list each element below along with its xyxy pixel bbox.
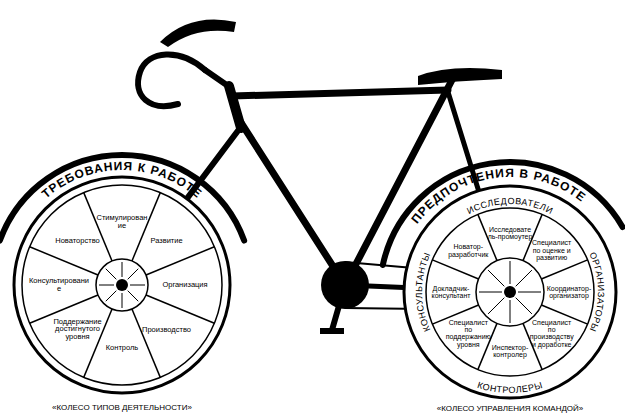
head-tube [229,86,241,128]
group-label: ИССЛЕДОВАТЕЛИ [465,196,554,216]
hub-spoke [488,270,504,286]
wheel-sector: Производство [141,326,193,334]
sector-text: Производство [141,326,193,334]
sector-text: Контроль [96,344,148,352]
sector-text: Исследователь-промоутер [487,226,533,241]
hub-spoke [128,291,139,302]
wheel: «КОЛЕСО ТИПОВ ДЕЯТЕЛЬНОСТИ» Стимулировани… [14,177,230,416]
sector-text: Консультирование [27,277,91,293]
hub-spoke [99,285,114,286]
wheel-sector: Инспектор-контролер [487,344,533,359]
hub-spoke [130,285,145,286]
sector-line [432,260,478,279]
sector-text: Координатор-организатор [544,285,594,300]
wheel-sector: Специалист по поддержанию уровня [445,319,491,348]
wheel-sector: Докладчик-консультант [426,285,476,300]
stem [205,70,231,88]
hub-spoke [516,270,532,286]
hub-spoke [128,269,139,280]
sector-text: Организация [153,281,217,289]
brake-hood [160,20,236,48]
wheel-sector: Поддержание достигнутого уровня [52,318,104,342]
hub-spoke [106,291,117,302]
hub-spoke [479,292,502,293]
hub-spoke [488,298,504,314]
saddle [418,68,502,85]
wheel-shape [404,186,616,416]
wheel-sector: Новатор-разработчик [445,243,491,258]
sector-text: Новатор-разработчик [445,243,491,258]
group-label-text: КОНТРОЛЕРЫ [476,380,544,395]
wheel-sector: Координатор-организатор [544,285,594,300]
hub-spoke [518,292,541,293]
wheel-ring [404,186,616,398]
group-label-text: ОРГАНИЗАТОРЫ [587,251,606,334]
pedal [320,328,344,334]
hub-spoke [516,298,532,314]
sector-text: Докладчик-консультант [426,285,476,300]
group-label: КОНТРОЛЕРЫ [476,380,544,395]
group-label-text: КОНСУЛЬТАНТЫ [414,251,432,333]
sector-line [146,247,214,275]
group-label: КОНСУЛЬТАНТЫ [414,251,432,333]
hub-spoke [122,293,123,308]
crank [332,285,345,330]
hub [116,279,128,291]
wheel-shape [14,177,230,416]
sector-text: Новаторство [52,237,104,245]
wheel-caption: «КОЛЕСО ТИПОВ ДЕЯТЕЛЬНОСТИ» [14,403,230,412]
sector-line [146,295,214,323]
sector-text: Развитие [141,237,193,245]
sector-line [84,193,112,261]
wheel-sector: Новаторство [52,237,104,245]
wheel-sector: Консультирование [27,277,91,293]
wheel-caption: «КОЛЕСО УПРАВЛЕНИЯ КОМАНДОЙ» [404,404,616,413]
wheel: «КОЛЕСО УПРАВЛЕНИЯ КОМАНДОЙ» Исследовател… [404,186,616,416]
hub-spoke [510,261,511,284]
sector-line [541,260,587,279]
wheel-sector: Исследователь-промоутер [487,226,533,241]
wheel-ring [22,185,222,385]
wheel-ring [96,259,148,311]
group-label-text: ИССЛЕДОВАТЕЛИ [465,196,554,216]
sector-text: Инспектор-контролер [487,344,533,359]
down-tube [238,118,345,285]
handlebar [138,54,205,106]
sector-line [132,193,160,261]
group-label: ОРГАНИЗАТОРЫ [587,251,606,334]
hub [504,286,516,298]
wheel-sector: Развитие [141,237,193,245]
hub-spoke [122,262,123,277]
wheel-ring [476,258,544,326]
wheel-ring [14,177,230,393]
wheel-sector: Специалист по производству и доработке [529,319,575,348]
hub-spoke [510,300,511,323]
sector-text: Поддержание достигнутого уровня [52,318,104,342]
wheel-sector: Организация [153,281,217,289]
wheel-sector: Стимулирование [96,214,148,230]
sector-text: Специалист по поддержанию уровня [445,319,491,348]
sector-line [30,247,98,275]
sector-text: Стимулирование [96,214,148,230]
wheel-ring [426,208,594,376]
wheel-sector: Контроль [96,344,148,352]
sector-text: Специалист по производству и доработке [529,319,575,348]
hub-spoke [106,269,117,280]
wheel-sector: Специалист по оценке и развитию [529,239,575,261]
sector-text: Специалист по оценке и развитию [529,239,575,261]
top-tube [232,90,448,96]
